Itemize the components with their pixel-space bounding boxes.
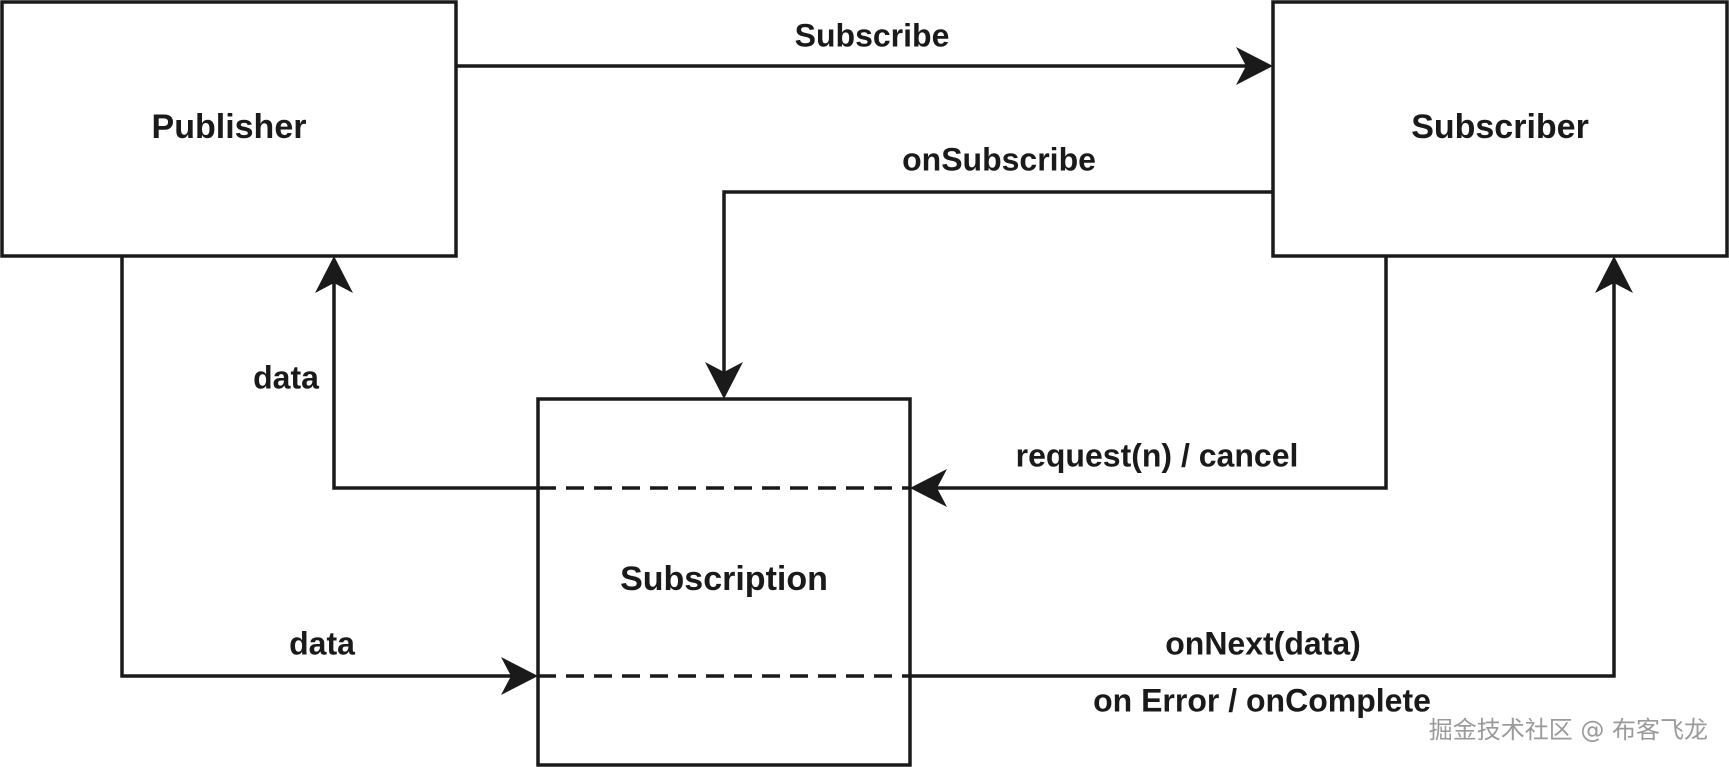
edge-data-to-publisher: data bbox=[253, 256, 910, 490]
request-cancel-arrowhead bbox=[910, 469, 947, 507]
edge-on-next: onNext(data) on Error / onComplete bbox=[910, 256, 1633, 718]
data-to-publisher-arrowhead bbox=[315, 256, 353, 293]
data-to-publisher-label: data bbox=[253, 359, 319, 395]
watermark-text: 掘金技术社区 @ 布客飞龙 bbox=[1429, 716, 1708, 744]
on-next-label: onNext(data) bbox=[1165, 625, 1361, 661]
on-next-line bbox=[910, 278, 1616, 678]
subscriber-label: Subscriber bbox=[1411, 108, 1589, 146]
publisher-box bbox=[0, 0, 458, 258]
data-to-publisher-line bbox=[332, 278, 538, 490]
subscriber-box bbox=[1271, 0, 1729, 258]
data-to-subscription-line bbox=[120, 256, 516, 678]
on-subscribe-arrowhead bbox=[705, 362, 743, 399]
edge-subscribe: Subscribe bbox=[456, 17, 1273, 85]
data-to-subscription-arrowhead bbox=[501, 657, 538, 695]
publisher-label: Publisher bbox=[152, 108, 307, 146]
edge-on-subscribe: onSubscribe bbox=[705, 141, 1273, 399]
edge-request-cancel: request(n) / cancel bbox=[910, 256, 1388, 507]
data-to-subscription-label: data bbox=[289, 625, 355, 661]
request-cancel-line bbox=[932, 256, 1388, 490]
on-subscribe-label: onSubscribe bbox=[902, 141, 1096, 177]
subscriber-node: Subscriber bbox=[1271, 0, 1729, 258]
publisher-node: Publisher bbox=[0, 0, 458, 258]
subscription-node: Subscription bbox=[536, 397, 912, 767]
edge-data-to-subscription: data bbox=[120, 256, 910, 695]
on-next-arrowhead bbox=[1595, 256, 1633, 293]
subscription-label: Subscription bbox=[620, 560, 828, 598]
subscribe-label: Subscribe bbox=[795, 17, 950, 53]
request-cancel-label: request(n) / cancel bbox=[1016, 437, 1299, 473]
subscribe-arrowhead bbox=[1236, 47, 1273, 85]
on-error-complete-label: on Error / onComplete bbox=[1093, 682, 1431, 718]
on-subscribe-line bbox=[722, 190, 1273, 378]
